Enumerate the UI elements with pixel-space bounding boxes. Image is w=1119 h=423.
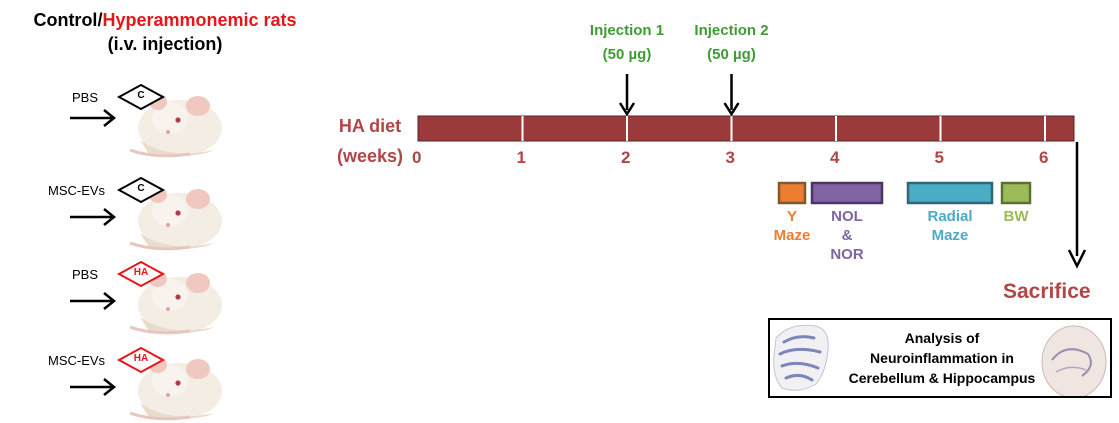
week-label: 2 (621, 148, 630, 168)
cerebellum-slice-icon (774, 325, 829, 390)
axis-label-line1: HA diet (330, 116, 410, 137)
injection-title: Injection 2 (677, 22, 787, 39)
behavior-test-label: Maze (769, 226, 815, 245)
sacrifice-arrow (1069, 142, 1085, 266)
injection-arrows (620, 74, 739, 114)
behavior-test-label: BW (996, 207, 1036, 226)
injection-arrow (725, 74, 739, 114)
week-label: 4 (830, 148, 839, 168)
week-label: 0 (412, 148, 421, 168)
behavior-test-label: Maze (908, 226, 992, 245)
sacrifice-label: Sacrifice (1003, 280, 1091, 304)
behavior-test-block (1002, 183, 1030, 203)
analysis-text: Analysis of Neuroinflammation in Cerebel… (826, 328, 1058, 388)
behavior-test-label: Radial (908, 207, 992, 226)
behavior-test-label: NOR (812, 245, 882, 264)
week-label: 1 (517, 148, 526, 168)
injection-dose: (50 µg) (572, 46, 682, 63)
behavior-test-block (812, 183, 882, 203)
week-label: 6 (1039, 148, 1048, 168)
behavior-test-block (908, 183, 992, 203)
injection-dose: (50 µg) (677, 46, 787, 63)
injection-title: Injection 1 (572, 22, 682, 39)
week-label: 5 (935, 148, 944, 168)
analysis-line2: Neuroinflammation in (826, 348, 1058, 368)
analysis-line1: Analysis of (826, 328, 1058, 348)
injection-arrow (620, 74, 634, 114)
week-label: 3 (726, 148, 735, 168)
behavior-test-block (779, 183, 805, 203)
behavior-test-blocks (779, 183, 1030, 203)
axis-label-line2: (weeks) (330, 146, 410, 167)
behavior-test-label: Y (769, 207, 815, 226)
behavior-test-label: NOL (812, 207, 882, 226)
behavior-test-label: & (812, 226, 882, 245)
diet-bar (418, 116, 1074, 141)
analysis-line3: Cerebellum & Hippocampus (826, 368, 1058, 388)
